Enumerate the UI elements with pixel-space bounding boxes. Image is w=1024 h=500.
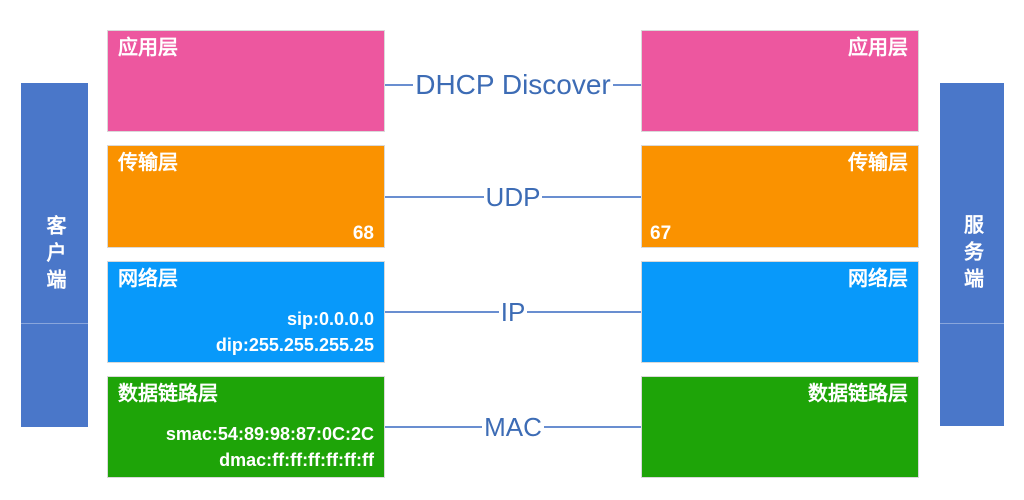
connector-mac: MAC [385,410,641,444]
layer-title: 传输层 [848,152,908,174]
server-network-layer-box: 网络层 [641,261,919,363]
connector-label: DHCP Discover [415,69,611,100]
layer-title: 传输层 [118,152,178,174]
server-transport-layer-box: 传输层 67 [641,145,919,248]
connector-udp: UDP [385,180,641,214]
connector-label: UDP [485,181,541,212]
connector-label: IP [500,296,526,327]
server-udp-port: 67 [650,223,672,244]
source-ip: sip:0.0.0.0 [286,308,374,329]
client-entity-bar: 客户端 [21,83,88,427]
mac-address-details: smac:54:89:98:87:0C:2C dmac:ff:ff:ff:ff:… [166,421,374,473]
connector-line [543,426,641,428]
ip-address-details: sip:0.0.0.0 dip:255.255.255.25 [216,306,374,358]
server-application-layer-box: 应用层 [641,30,919,132]
server-datalink-layer-box: 数据链路层 [641,376,919,478]
client-application-layer-box: 应用层 [107,30,385,132]
connector-line [385,84,414,86]
layer-title: 数据链路层 [118,383,218,405]
client-network-layer-box: 网络层 sip:0.0.0.0 dip:255.255.255.25 [107,261,385,363]
connector-line [612,84,641,86]
client-datalink-layer-box: 数据链路层 smac:54:89:98:87:0C:2C dmac:ff:ff:… [107,376,385,478]
layer-title: 应用层 [118,37,178,59]
connector-line [527,311,642,313]
layer-title: 网络层 [848,268,908,290]
connector-line [542,196,641,198]
layer-title: 数据链路层 [808,383,908,405]
connector-ip: IP [385,295,642,329]
connector-line [385,196,484,198]
source-mac: smac:54:89:98:87:0C:2C [165,423,374,444]
server-entity-bar: 服务端 [940,83,1004,426]
destination-ip: dip:255.255.255.25 [215,334,374,355]
connector-dhcp-discover: DHCP Discover [385,68,641,102]
layer-title: 应用层 [848,37,908,59]
client-transport-layer-box: 传输层 68 [107,145,385,248]
connector-label: MAC [484,411,542,442]
connector-line [385,426,483,428]
destination-mac: dmac:ff:ff:ff:ff:ff:ff [219,449,374,470]
client-udp-port: 68 [352,223,374,244]
connector-line [385,311,499,313]
layer-title: 网络层 [118,268,178,290]
server-label: 服务端 [960,214,983,295]
client-label: 客户端 [43,214,65,296]
